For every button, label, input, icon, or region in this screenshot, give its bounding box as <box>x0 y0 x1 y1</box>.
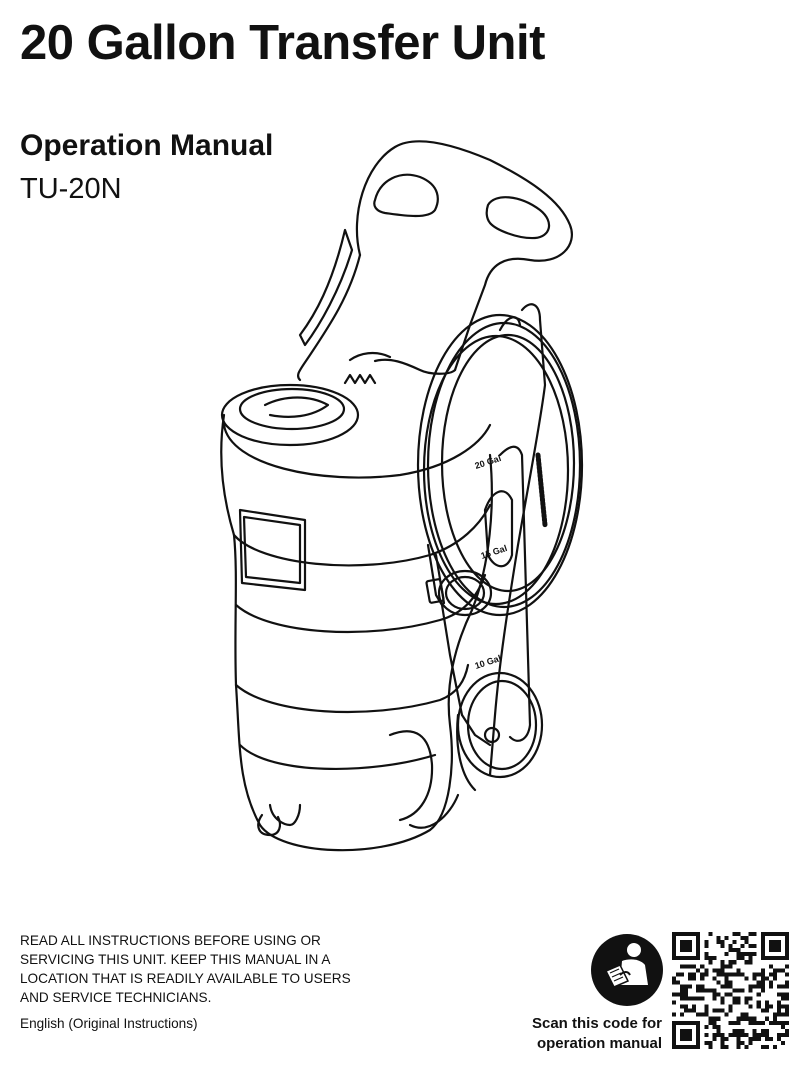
scan-instruction: Scan this code for operation manual <box>532 1014 662 1054</box>
read-manual-icon <box>590 933 664 1007</box>
language-note: English (Original Instructions) <box>20 1016 198 1031</box>
transfer-unit-illustration: 20 Gal 15 Gal 10 Gal <box>200 125 620 870</box>
qr-code-icon[interactable] <box>672 932 789 1049</box>
scan-line-2: operation manual <box>536 1035 662 1052</box>
scan-line-1: Scan this code for <box>531 1015 662 1032</box>
page-title: 20 Gallon Transfer Unit <box>20 16 545 70</box>
model-number: TU-20N <box>20 173 122 205</box>
document-subtitle: Operation Manual <box>20 129 274 162</box>
safety-warning: READ ALL INSTRUCTIONS BEFORE USING OR SE… <box>20 933 351 1005</box>
